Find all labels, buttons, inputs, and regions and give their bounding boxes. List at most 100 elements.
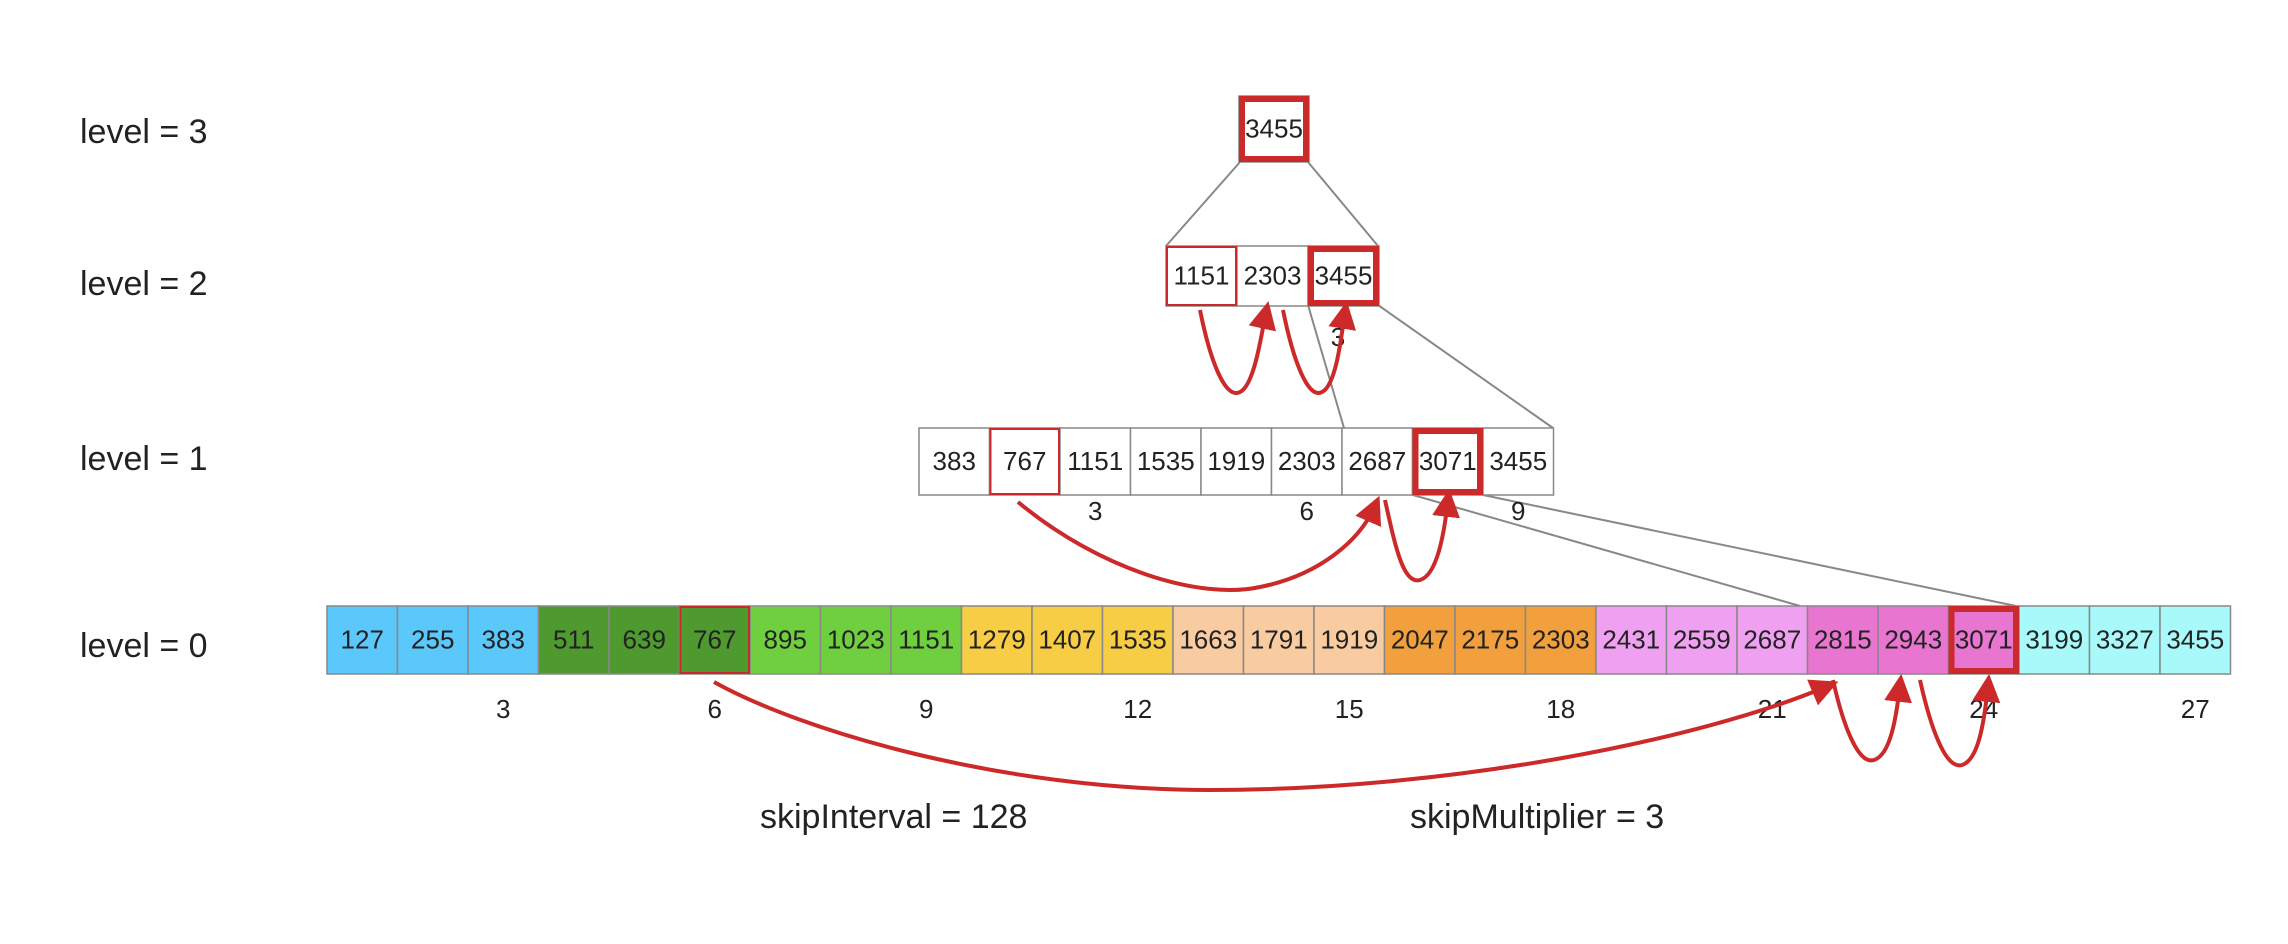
level3-cell-value: 3455 bbox=[1245, 114, 1303, 144]
level1-cell-value: 1151 bbox=[1067, 446, 1123, 476]
level0-cell-value: 3071 bbox=[1955, 625, 2013, 655]
level0-cell bbox=[1947, 605, 2020, 675]
level1-index-label: 9 bbox=[1511, 496, 1525, 526]
level0-cell-value: 2943 bbox=[1884, 625, 1942, 655]
level0-cell bbox=[396, 605, 469, 675]
arrow bbox=[1198, 301, 1277, 395]
level0-index-label: 27 bbox=[2181, 694, 2210, 724]
level0-cell bbox=[1665, 605, 1738, 675]
arrow bbox=[713, 679, 1839, 793]
level0-cell-value: 767 bbox=[693, 625, 736, 655]
level0-cell bbox=[608, 605, 681, 675]
connector-line bbox=[1377, 304, 1554, 429]
skip-interval-note: skipInterval = 128 bbox=[760, 798, 1027, 836]
level1-cell bbox=[918, 427, 991, 496]
level0-cell bbox=[1736, 605, 1809, 675]
level-0-label: level = 0 bbox=[80, 627, 208, 665]
level0-cell bbox=[1101, 605, 1174, 675]
level0-cell-value: 127 bbox=[341, 625, 384, 655]
level0-index-label: 3 bbox=[496, 694, 510, 724]
arrow bbox=[1383, 488, 1461, 583]
level0-cell bbox=[1595, 605, 1668, 675]
level0-index-label: 6 bbox=[708, 694, 722, 724]
connector-line bbox=[1412, 494, 1801, 607]
level2-cell-value: 2303 bbox=[1244, 261, 1302, 291]
connector-line bbox=[1307, 304, 1345, 429]
skip-multiplier-note: skipMultiplier = 3 bbox=[1410, 798, 1664, 836]
level0-cell-value: 3455 bbox=[2166, 625, 2224, 655]
level0-cell-value: 2431 bbox=[1602, 625, 1660, 655]
level0-cell-value: 1151 bbox=[898, 625, 954, 655]
search-path-arrows bbox=[713, 300, 2001, 793]
level0-cell bbox=[326, 605, 399, 675]
level0-cell-value: 2175 bbox=[1461, 625, 1519, 655]
level-2-label: level = 2 bbox=[80, 265, 208, 303]
level-3-row: 3455 bbox=[1238, 95, 1310, 163]
level0-cell-value: 2687 bbox=[1743, 625, 1801, 655]
level0-cell-value: 383 bbox=[482, 625, 525, 655]
arrow bbox=[1918, 673, 2001, 768]
level0-cell-value: 1663 bbox=[1179, 625, 1237, 655]
level1-cell-value: 1919 bbox=[1207, 446, 1265, 476]
level1-cell bbox=[1341, 427, 1414, 496]
level0-cell bbox=[1242, 605, 1315, 675]
level0-cell-value: 1023 bbox=[827, 625, 885, 655]
level0-cell bbox=[890, 605, 963, 675]
level0-cell-value: 1279 bbox=[968, 625, 1026, 655]
search-target-highlight bbox=[1948, 606, 2019, 674]
level-1-index-labels: 3 6 9 bbox=[1088, 496, 1525, 526]
level2-cell bbox=[1236, 245, 1309, 307]
level0-cell-value: 1535 bbox=[1109, 625, 1167, 655]
visited-cell-highlight bbox=[989, 428, 1060, 495]
level0-index-label: 18 bbox=[1546, 694, 1575, 724]
level1-cell-value: 3455 bbox=[1489, 446, 1547, 476]
level0-cell bbox=[537, 605, 610, 675]
level0-cell-value: 895 bbox=[764, 625, 807, 655]
level0-cell-value: 1407 bbox=[1038, 625, 1096, 655]
level1-cell bbox=[1059, 427, 1132, 496]
visited-cell-highlight bbox=[1166, 246, 1237, 306]
arrow bbox=[1831, 673, 1913, 763]
level0-cell bbox=[2159, 605, 2232, 675]
level0-cell bbox=[467, 605, 540, 675]
connector-lines bbox=[1165, 161, 2017, 607]
level1-index-label: 6 bbox=[1300, 496, 1314, 526]
level0-cell bbox=[1877, 605, 1950, 675]
level1-index-label: 3 bbox=[1088, 496, 1102, 526]
level0-index-label: 12 bbox=[1123, 694, 1152, 724]
level0-cell-value: 639 bbox=[623, 625, 666, 655]
level2-cell bbox=[1307, 245, 1380, 307]
level2-cell-value: 1151 bbox=[1174, 261, 1230, 291]
level1-cell bbox=[1200, 427, 1273, 496]
level1-cell-value: 3071 bbox=[1419, 446, 1477, 476]
connector-line bbox=[1165, 161, 1241, 247]
level0-cell bbox=[819, 605, 892, 675]
connector-line bbox=[1307, 161, 1379, 247]
visited-cell-highlight bbox=[679, 606, 750, 674]
level1-cell-value: 2687 bbox=[1348, 446, 1406, 476]
level0-cell-value: 3327 bbox=[2096, 625, 2154, 655]
level1-cell-value: 767 bbox=[1003, 446, 1046, 476]
level0-cell-value: 1791 bbox=[1250, 625, 1308, 655]
level0-cell-value: 2303 bbox=[1532, 625, 1590, 655]
arrow bbox=[1281, 300, 1357, 395]
level-3-label: level = 3 bbox=[80, 113, 208, 151]
level0-cell bbox=[1454, 605, 1527, 675]
level0-cell-value: 511 bbox=[553, 625, 594, 655]
level-1-label: level = 1 bbox=[80, 440, 208, 478]
level1-cell-value: 1535 bbox=[1137, 446, 1195, 476]
level0-cell-value: 3199 bbox=[2025, 625, 2083, 655]
arrow bbox=[1016, 495, 1382, 592]
level0-cell bbox=[1524, 605, 1597, 675]
level0-index-label: 15 bbox=[1335, 694, 1364, 724]
level0-cell-value: 1919 bbox=[1320, 625, 1378, 655]
level0-cell-value: 2559 bbox=[1673, 625, 1731, 655]
level1-cell-value: 383 bbox=[933, 446, 976, 476]
level0-cell bbox=[1313, 605, 1386, 675]
level0-cell bbox=[960, 605, 1033, 675]
level0-cell bbox=[2088, 605, 2161, 675]
